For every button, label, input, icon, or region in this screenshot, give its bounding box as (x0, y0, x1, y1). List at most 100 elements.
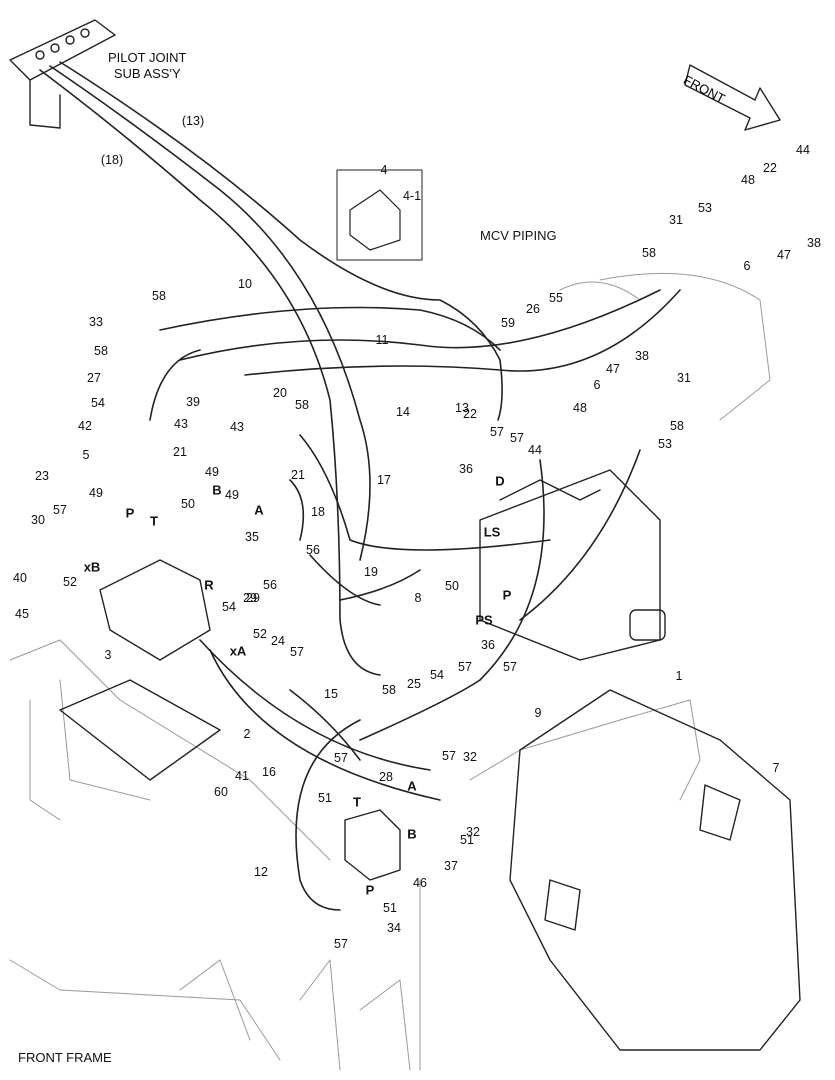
part-callout: 2 (243, 727, 251, 741)
port-callout: T (353, 794, 361, 810)
part-callout: 57 (490, 425, 504, 439)
part-callout: 5 (82, 448, 90, 462)
part-callout: 24 (271, 634, 285, 648)
part-callout: 54 (91, 396, 105, 410)
plate-2 (59, 679, 221, 781)
part-callout: 55 (549, 291, 563, 305)
part-callout: 16 (262, 765, 276, 779)
frame-outline (9, 272, 771, 1071)
part-callout: 47 (777, 248, 791, 262)
part-callout: 54 (222, 600, 236, 614)
part-callout: 19 (364, 565, 378, 579)
part-callout: 21 (173, 445, 187, 459)
part-callout: 15 (324, 687, 338, 701)
port-callout: LS (483, 524, 501, 540)
part-callout: 42 (78, 419, 92, 433)
part-callout: 57 (290, 645, 304, 659)
part-callout: 58 (642, 246, 656, 260)
part-callout: 31 (669, 213, 683, 227)
part-callout: 30 (31, 513, 45, 527)
port-callout: xB (83, 559, 101, 575)
part-callout: 32 (463, 750, 477, 764)
part-callout: 56 (306, 543, 320, 557)
part-callout: 21 (291, 468, 305, 482)
part-callout: 44 (528, 443, 542, 457)
part-callout: 59 (501, 316, 515, 330)
part-callout: 50 (181, 497, 195, 511)
part-callout: 58 (94, 344, 108, 358)
part-callout: 1 (675, 669, 683, 683)
pilot-joint-title: PILOT JOINT SUB ASS'Y (108, 50, 187, 82)
port-callout: D (495, 473, 505, 489)
part-callout: 54 (430, 668, 444, 682)
part-callout: 29 (243, 591, 257, 605)
part-callout: 22 (463, 407, 477, 421)
pilot-joint-title-line1: PILOT JOINT (108, 50, 187, 65)
part-callout: 37 (444, 859, 458, 873)
part-callout: 4-1 (402, 189, 422, 203)
part-callout: 26 (526, 302, 540, 316)
mcv-piping-title: MCV PIPING (480, 228, 557, 243)
cover-plate-7 (509, 689, 801, 1051)
part-callout: 20 (273, 386, 287, 400)
port-callout: P (125, 505, 135, 521)
pilot-joint (9, 19, 116, 129)
part-callout: 43 (230, 420, 244, 434)
part-callout: 41 (235, 769, 249, 783)
port-callout: P (502, 587, 512, 603)
part-callout: 58 (382, 683, 396, 697)
part-callout: 13 (455, 401, 469, 415)
valve-4 (344, 809, 401, 881)
part-callout: 3 (104, 648, 112, 662)
port-callout: A (254, 502, 264, 518)
part-callout: 36 (481, 638, 495, 652)
port-callout: B (407, 826, 417, 842)
valve-3 (99, 559, 211, 661)
part-callout: 35 (245, 530, 259, 544)
part-callout: 53 (658, 437, 672, 451)
part-callout: 52 (253, 627, 267, 641)
part-callout: 38 (807, 236, 821, 250)
part-callout: 57 (334, 937, 348, 951)
part-callout: 28 (379, 770, 393, 784)
part-callout: 22 (763, 161, 777, 175)
part-callout: 51 (318, 791, 332, 805)
part-callout: 52 (63, 575, 77, 589)
part-callout: 48 (741, 173, 755, 187)
part-callout: 17 (377, 473, 391, 487)
part-callout: 57 (53, 503, 67, 517)
pilot-joint-title-line2: SUB ASS'Y (113, 66, 181, 81)
port-callout: T (150, 513, 158, 529)
part-callout: 47 (606, 362, 620, 376)
part-callout: 29 (246, 591, 260, 605)
part-callout: 51 (460, 833, 474, 847)
main-control-valve (479, 469, 666, 661)
part-callout: 6 (593, 378, 601, 392)
part-callout: 46 (413, 876, 427, 890)
part-callout: 57 (458, 660, 472, 674)
part-callout: 36 (459, 462, 473, 476)
part-callout: 31 (677, 371, 691, 385)
port-callout: P (365, 882, 375, 898)
part-callout: 49 (225, 488, 239, 502)
part-callout: 8 (414, 591, 422, 605)
port-callout: R (204, 577, 214, 593)
part-callout: 48 (573, 401, 587, 415)
part-callout: 56 (263, 578, 277, 592)
part-callout: 34 (387, 921, 401, 935)
part-callout: 12 (254, 865, 268, 879)
part-callout: 57 (334, 751, 348, 765)
part-callout: 7 (772, 761, 780, 775)
part-callout: 32 (466, 825, 480, 839)
part-callout: 58 (670, 419, 684, 433)
part-callout: 57 (503, 660, 517, 674)
part-callout: 4 (380, 163, 388, 177)
part-callout: 27 (87, 371, 101, 385)
port-callout: xA (229, 643, 247, 659)
part-callout: 11 (375, 333, 389, 347)
part-callout: 43 (174, 417, 188, 431)
port-callout: A (407, 778, 417, 794)
part-callout: 44 (796, 143, 810, 157)
part-callout: 10 (238, 277, 252, 291)
